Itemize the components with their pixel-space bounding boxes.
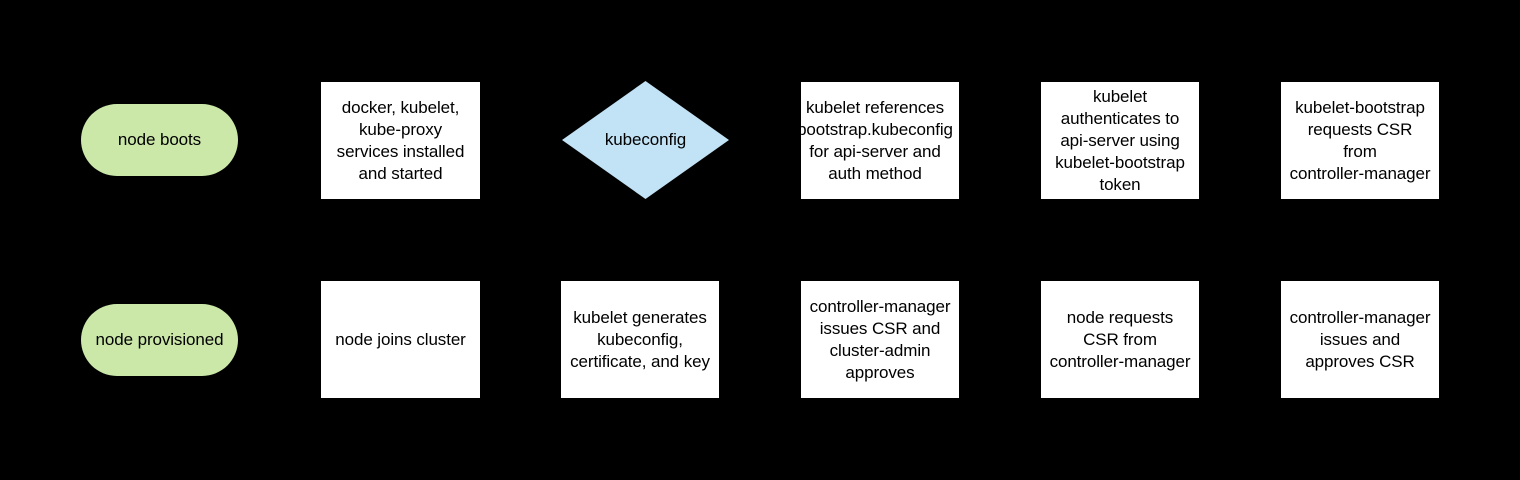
flow-node-label: node requests CSR from controller-manage… (1049, 307, 1191, 371)
flow-node-label: node joins cluster (335, 329, 466, 349)
flow-node-node-joins-cluster[interactable]: node joins cluster (321, 281, 480, 398)
flow-node-label: kubelet references bootstrap.kubeconfig … (797, 97, 953, 183)
flow-node-label: controller-manager issues and approves C… (1289, 307, 1431, 371)
flow-node-services-installed[interactable]: docker, kubelet, kube-proxy services ins… (321, 82, 480, 199)
flow-node-label: node provisioned (95, 330, 224, 349)
flow-node-cm-issues-csr[interactable]: controller-manager issues CSR and cluste… (801, 281, 959, 398)
flow-node-label: kubelet-bootstrap requests CSR from cont… (1289, 97, 1431, 183)
flow-node-node-boots[interactable]: node boots (81, 104, 238, 176)
flow-node-label: node boots (117, 130, 202, 149)
flow-node-label: kubeconfig (604, 130, 687, 149)
flow-node-label: controller-manager issues CSR and cluste… (809, 296, 951, 382)
flow-node-cm-issues-approves[interactable]: controller-manager issues and approves C… (1281, 281, 1439, 398)
flow-node-node-requests-csr[interactable]: node requests CSR from controller-manage… (1041, 281, 1199, 398)
flow-node-label: docker, kubelet, kube-proxy services ins… (336, 97, 465, 183)
flow-node-node-provisioned[interactable]: node provisioned (81, 304, 238, 376)
flow-node-kubelet-references[interactable]: kubelet references bootstrap.kubeconfig … (797, 82, 959, 199)
flow-node-label: kubelet authenticates to api-server usin… (1055, 86, 1185, 194)
flow-node-kubeconfig[interactable]: kubeconfig (562, 81, 729, 199)
flow-node-kubelet-authenticates[interactable]: kubelet authenticates to api-server usin… (1041, 82, 1199, 199)
flow-node-kubelet-generates[interactable]: kubelet generates kubeconfig, certificat… (561, 281, 719, 398)
flow-node-bootstrap-requests-csr[interactable]: kubelet-bootstrap requests CSR from cont… (1281, 82, 1439, 199)
flow-node-label: kubelet generates kubeconfig, certificat… (570, 307, 710, 371)
